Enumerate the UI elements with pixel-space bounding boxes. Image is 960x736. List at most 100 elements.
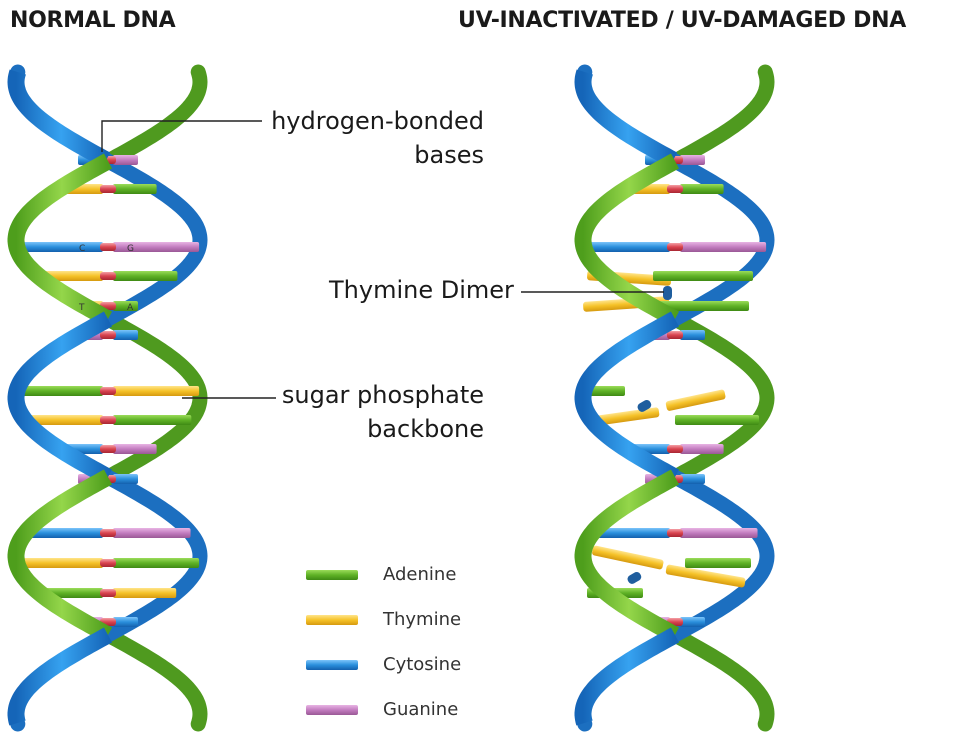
guanine-base bbox=[113, 242, 200, 252]
legend-swatches bbox=[306, 570, 358, 715]
legend-swatch-cytosine bbox=[306, 660, 358, 670]
cytosine-base bbox=[25, 528, 103, 538]
hbond-label-line2: bases bbox=[414, 141, 484, 169]
hydrogen-bond bbox=[100, 185, 116, 193]
legend-adenine-label: Adenine bbox=[383, 564, 457, 585]
guanine-base bbox=[680, 155, 705, 165]
hydrogen-bond bbox=[100, 272, 116, 280]
thymine-base bbox=[113, 588, 177, 598]
adenine-base bbox=[653, 271, 753, 281]
thymine-base bbox=[589, 407, 660, 427]
damaged-adenine-strand-front bbox=[574, 469, 680, 643]
damaged-base-pair bbox=[592, 528, 758, 538]
adenine-base bbox=[113, 184, 157, 194]
hydrogen-bond bbox=[667, 185, 683, 193]
hydrogen-bond bbox=[100, 589, 116, 597]
cytosine-base bbox=[113, 330, 138, 340]
cytosine-base bbox=[680, 617, 705, 627]
hydrogen-bond bbox=[667, 331, 683, 339]
adenine-base bbox=[585, 386, 625, 396]
damaged-base-pair bbox=[583, 242, 767, 252]
hbond-pointer-line bbox=[101, 120, 262, 152]
cytosine-base bbox=[583, 242, 670, 252]
normal-sugar-phosphate-strand-front bbox=[7, 69, 111, 168]
damaged-sugar-phosphate-strand-front bbox=[574, 69, 678, 168]
normal-adenine-strand-front bbox=[7, 153, 113, 327]
adenine-base bbox=[113, 271, 178, 281]
backbone-label-line2: backbone bbox=[367, 415, 484, 443]
hydrogen-bond bbox=[667, 243, 683, 251]
thymine-base bbox=[592, 545, 664, 570]
backbone-label-line1: sugar phosphate bbox=[281, 381, 484, 409]
guanine-base bbox=[113, 528, 191, 538]
legend-swatch-adenine bbox=[306, 570, 358, 580]
thymine-base bbox=[24, 415, 104, 425]
cytosine-base bbox=[113, 474, 138, 484]
thymine-base bbox=[16, 558, 104, 568]
base-letter-g: G bbox=[127, 244, 134, 254]
adenine-base bbox=[113, 558, 200, 568]
base-letter-a: A bbox=[127, 303, 134, 313]
cytosine-base bbox=[16, 242, 104, 252]
legend-swatch-thymine bbox=[306, 615, 358, 625]
normal-sugar-phosphate-strand-front bbox=[7, 311, 113, 485]
guanine-base bbox=[113, 444, 157, 454]
damaged-sugar-phosphate-strand-front bbox=[574, 627, 680, 726]
thymine-dimer-link bbox=[637, 399, 652, 412]
cytosine-base bbox=[680, 474, 705, 484]
normal-sugar-phosphate-strand-front bbox=[7, 627, 113, 726]
damaged-dna-heading: UV-INACTIVATED / UV-DAMAGED DNA bbox=[458, 8, 906, 33]
adenine-base bbox=[675, 415, 759, 425]
guanine-base bbox=[113, 155, 138, 165]
normal-dna-heading: NORMAL DNA bbox=[10, 8, 176, 33]
dimer-label: Thymine Dimer bbox=[329, 276, 514, 304]
normal-base-pair bbox=[16, 558, 200, 568]
backbone-label: sugar phosphate backbone bbox=[262, 378, 484, 446]
hydrogen-bond bbox=[100, 243, 116, 251]
normal-base-pair bbox=[16, 386, 200, 396]
hydrogen-bond bbox=[100, 559, 116, 567]
damaged-base-pair bbox=[585, 386, 759, 427]
thymine-base bbox=[665, 389, 726, 411]
normal-dna-helix bbox=[7, 64, 208, 732]
thymine-dimer-link bbox=[627, 572, 642, 584]
damaged-sugar-phosphate-strand-front bbox=[574, 311, 680, 485]
normal-adenine-strand-front bbox=[7, 469, 113, 643]
hbond-label: hydrogen-bonded bases bbox=[262, 104, 484, 172]
legend-cytosine-label: Cytosine bbox=[383, 654, 462, 675]
adenine-base bbox=[16, 386, 104, 396]
hydrogen-bond bbox=[100, 529, 116, 537]
adenine-base bbox=[113, 415, 192, 425]
cytosine-base bbox=[113, 617, 138, 627]
guanine-base bbox=[680, 242, 767, 252]
hydrogen-bond bbox=[100, 331, 116, 339]
hbond-label-line1: hydrogen-bonded bbox=[271, 107, 484, 135]
legend-thymine-label: Thymine bbox=[383, 609, 462, 630]
hydrogen-bond bbox=[100, 445, 116, 453]
guanine-base bbox=[680, 444, 724, 454]
base-letter-c: C bbox=[79, 244, 85, 254]
hydrogen-bond bbox=[667, 529, 683, 537]
hydrogen-bond bbox=[100, 416, 116, 424]
thymine-base bbox=[113, 386, 200, 396]
legend-guanine-label: Guanine bbox=[383, 699, 459, 720]
thymine-base bbox=[665, 564, 746, 588]
adenine-base bbox=[649, 301, 749, 311]
normal-base-pair bbox=[25, 528, 191, 538]
normal-base-pair bbox=[24, 415, 192, 425]
adenine-base bbox=[113, 301, 138, 311]
cytosine-base bbox=[680, 330, 705, 340]
hydrogen-bond bbox=[667, 445, 683, 453]
normal-base-pair bbox=[39, 588, 177, 598]
damaged-dna-helix bbox=[574, 64, 775, 732]
guanine-base bbox=[680, 528, 758, 538]
adenine-base bbox=[685, 558, 751, 568]
cytosine-base bbox=[592, 528, 670, 538]
thymine-dimer-link bbox=[663, 286, 672, 300]
adenine-base bbox=[680, 184, 724, 194]
base-letter-t: T bbox=[78, 303, 85, 313]
normal-base-pair bbox=[16, 242, 200, 252]
legend-swatch-guanine bbox=[306, 705, 358, 715]
normal-base-pair bbox=[38, 271, 178, 281]
